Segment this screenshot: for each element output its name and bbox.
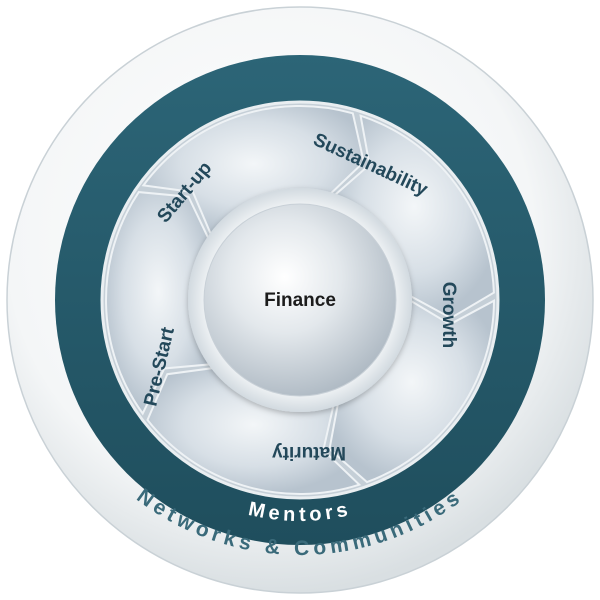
center-sphere: [203, 203, 397, 397]
stage-segments: [105, 104, 496, 495]
stage-label-maturity: Maturity: [272, 442, 346, 463]
center-label: Finance: [264, 290, 336, 311]
stage-label-growth: Growth: [438, 282, 459, 349]
